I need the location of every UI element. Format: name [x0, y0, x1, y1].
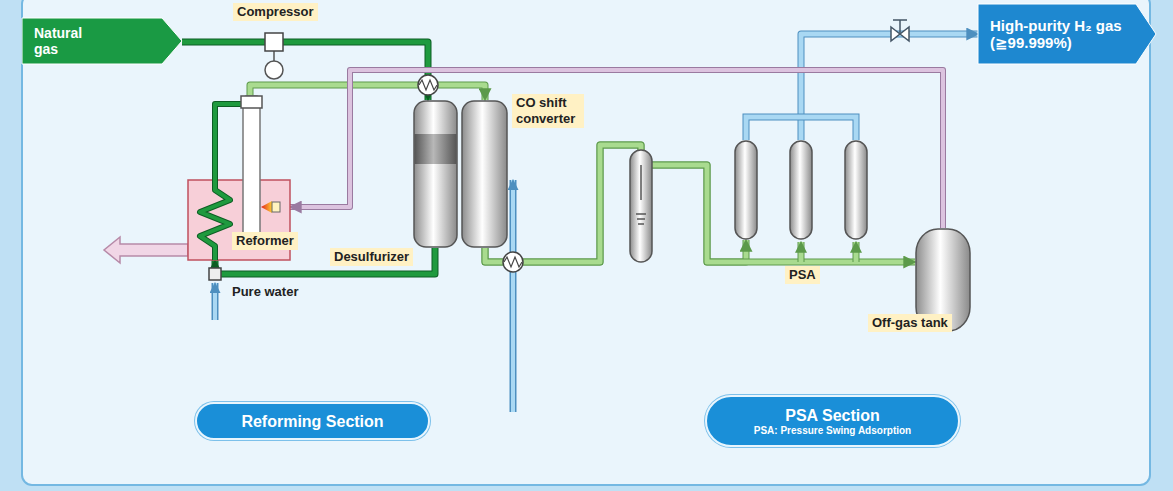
reformer-furnace: Reformer	[188, 96, 290, 260]
pipe-line	[801, 34, 978, 140]
section-button: Reforming Section	[195, 402, 430, 440]
reformer-tube	[243, 96, 260, 246]
section-button: PSA SectionPSA: Pressure Swing Adsorptio…	[705, 395, 960, 447]
separator-vessel	[630, 150, 652, 262]
burner-nozzle	[272, 202, 280, 212]
valve-symbol	[891, 20, 909, 41]
cooling-water-pipe	[513, 180, 514, 412]
product-arrow-box: High-purity H₂ gas (≧99.999%)	[978, 4, 1156, 64]
equipment-label: CO shift converter	[512, 94, 584, 128]
vessel-shape	[414, 101, 457, 247]
adsorption-column	[845, 141, 867, 239]
equipment-label: Off-gas tank	[868, 314, 952, 332]
drawing-part	[746, 117, 856, 140]
drawing-part	[630, 150, 652, 262]
catalyst-bed	[415, 134, 457, 164]
drawing-part	[799, 242, 804, 262]
off-gas-tank: Off-gas tank	[915, 228, 971, 332]
node-shape	[413, 100, 458, 248]
drawing-part	[273, 51, 275, 61]
desulfurizer-vessel: Desulfurizer	[413, 100, 458, 248]
equipment-label: Reformer	[232, 232, 298, 250]
drawing-part	[213, 283, 217, 320]
drawing-part	[265, 61, 283, 79]
section-title: Reforming Section	[241, 412, 383, 431]
drawing-part	[419, 80, 437, 90]
equipment-label: Desulfurizer	[330, 248, 413, 266]
node-shape	[732, 140, 872, 240]
drawing-part	[801, 242, 856, 262]
column-branch	[801, 242, 856, 262]
drawing-part	[854, 242, 859, 262]
compressor-motor	[265, 51, 283, 79]
box-title: High-purity H₂ gas (≧99.999%)	[990, 17, 1128, 52]
node-shape	[461, 100, 508, 248]
pipe-line	[182, 40, 265, 45]
drawing-part	[891, 27, 909, 41]
pipe-connector	[801, 34, 978, 140]
compressor-shape	[265, 33, 283, 51]
burner-flame	[261, 201, 272, 213]
drawing-part	[746, 117, 856, 140]
pipe-connector	[250, 85, 485, 100]
drawing-part	[511, 180, 515, 412]
pipe-line	[250, 85, 485, 100]
product-header	[746, 117, 856, 140]
compressor-box: Compressor	[265, 33, 283, 51]
drawing-part	[418, 75, 438, 95]
heat-exchanger-symbol	[418, 75, 438, 95]
equipment-label: Compressor	[233, 3, 318, 21]
pipe-outline	[801, 34, 978, 140]
section-title: PSA Section	[785, 406, 880, 425]
stream-label: Pure water	[232, 284, 298, 300]
drawing-part	[104, 237, 188, 263]
mixer-symbol	[209, 268, 221, 280]
arrow-box-shape	[978, 4, 1156, 64]
exhaust-arrow	[104, 237, 188, 263]
drawing-part	[503, 252, 523, 272]
pipe-outline	[182, 39, 265, 46]
equipment-label: PSA	[785, 266, 820, 284]
drawing-part	[636, 165, 646, 224]
heat-exchanger-symbol	[503, 252, 523, 272]
pipe-connector	[182, 42, 265, 43]
section-subtitle: PSA: Pressure Swing Adsorption	[754, 425, 911, 437]
box-title: Natural gas	[34, 25, 98, 57]
pure-water-pipe	[215, 283, 216, 320]
node-shape	[265, 33, 283, 51]
adsorption-column	[790, 141, 812, 239]
shift-converter-vessel: CO shift converter	[461, 100, 508, 248]
source-arrow-box: Natural gas	[22, 18, 182, 64]
psa-columns: PSA	[732, 140, 872, 240]
panel	[22, 0, 1150, 485]
pipe-outline	[250, 85, 485, 100]
adsorption-column	[735, 141, 757, 239]
vessel-shape	[462, 101, 507, 247]
tube-cap	[241, 96, 262, 108]
drawing-part	[510, 180, 517, 412]
drawing-part	[504, 257, 522, 267]
drawing-part	[212, 283, 219, 320]
arrow-box-shape	[22, 18, 182, 64]
